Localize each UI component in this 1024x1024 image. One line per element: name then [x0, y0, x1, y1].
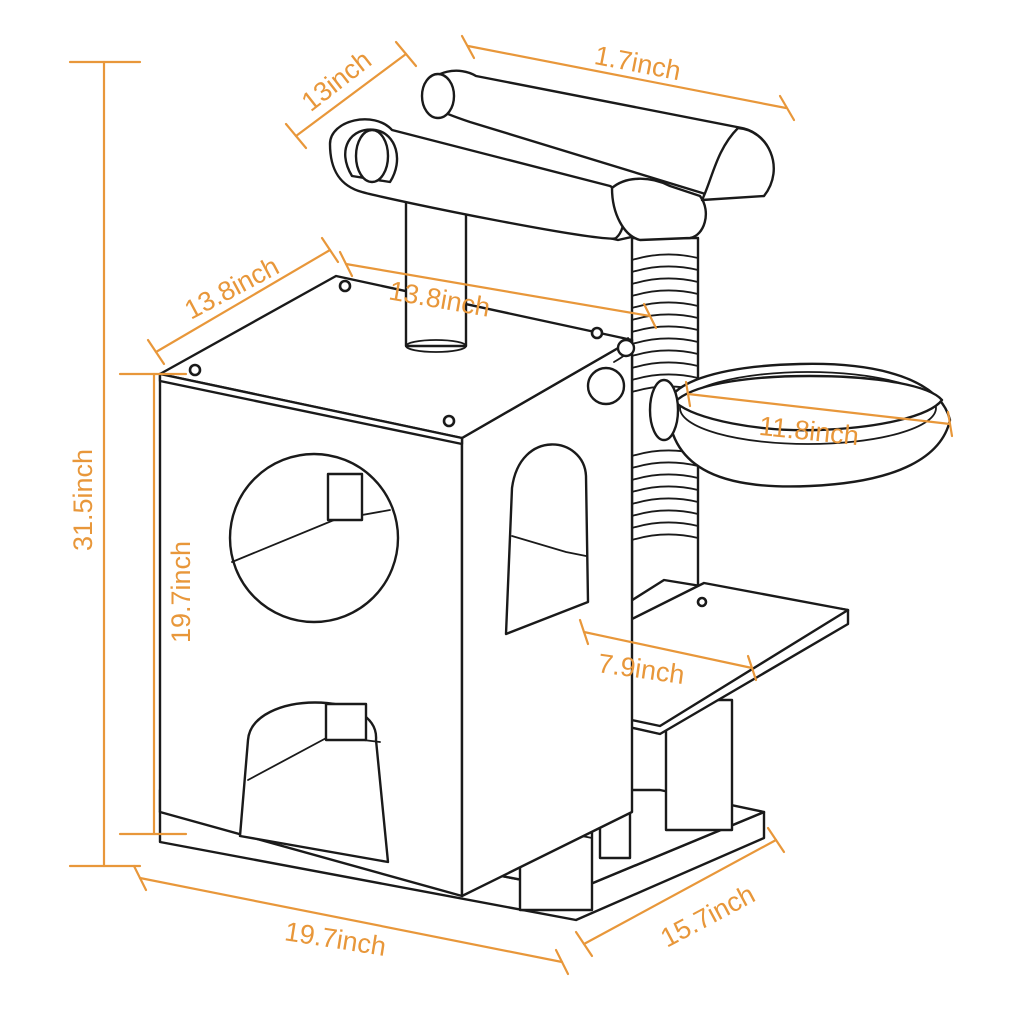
sisal-wrap-line — [631, 509, 699, 517]
sisal-wrap-line — [631, 289, 699, 297]
basket-hammock — [648, 362, 952, 488]
sisal-wrap-line — [631, 349, 699, 357]
dangling-toy-ball — [586, 337, 636, 406]
condo-box — [158, 274, 634, 898]
sisal-wrap-line — [631, 325, 699, 333]
sisal-wrap-line — [631, 313, 699, 321]
sisal-wrap-line — [631, 253, 699, 261]
total-height-label: 31.5inch — [68, 449, 98, 551]
dimension-step-width: 7.9inch — [578, 618, 758, 690]
sisal-wrap-line — [631, 301, 699, 309]
upper-post — [404, 198, 468, 353]
base-depth-label: 15.7inch — [656, 879, 760, 953]
sisal-wrap-line — [631, 485, 699, 493]
sisal-wrap-line — [631, 473, 699, 481]
sisal-wrap-line — [631, 337, 699, 345]
sisal-wrap-line — [631, 361, 699, 369]
cat-tree-drawing — [158, 69, 952, 922]
sisal-wrap-line — [631, 461, 699, 469]
box-height-label: 19.7inch — [166, 541, 196, 643]
sisal-wrap-line — [631, 277, 699, 285]
dimension-box-height: 19.7inch — [118, 372, 196, 836]
sisal-wrap-line — [631, 521, 699, 529]
sisal-wrap-line — [631, 533, 699, 541]
dimension-annotations: 31.5inch 19.7inch 13inch 1.7inch — [68, 34, 954, 976]
sisal-wrap-line — [631, 265, 699, 273]
sisal-wrap-line — [631, 373, 699, 381]
dimension-total-height: 31.5inch — [68, 60, 142, 868]
sisal-wrap-line — [631, 497, 699, 505]
top-perch — [328, 69, 775, 242]
